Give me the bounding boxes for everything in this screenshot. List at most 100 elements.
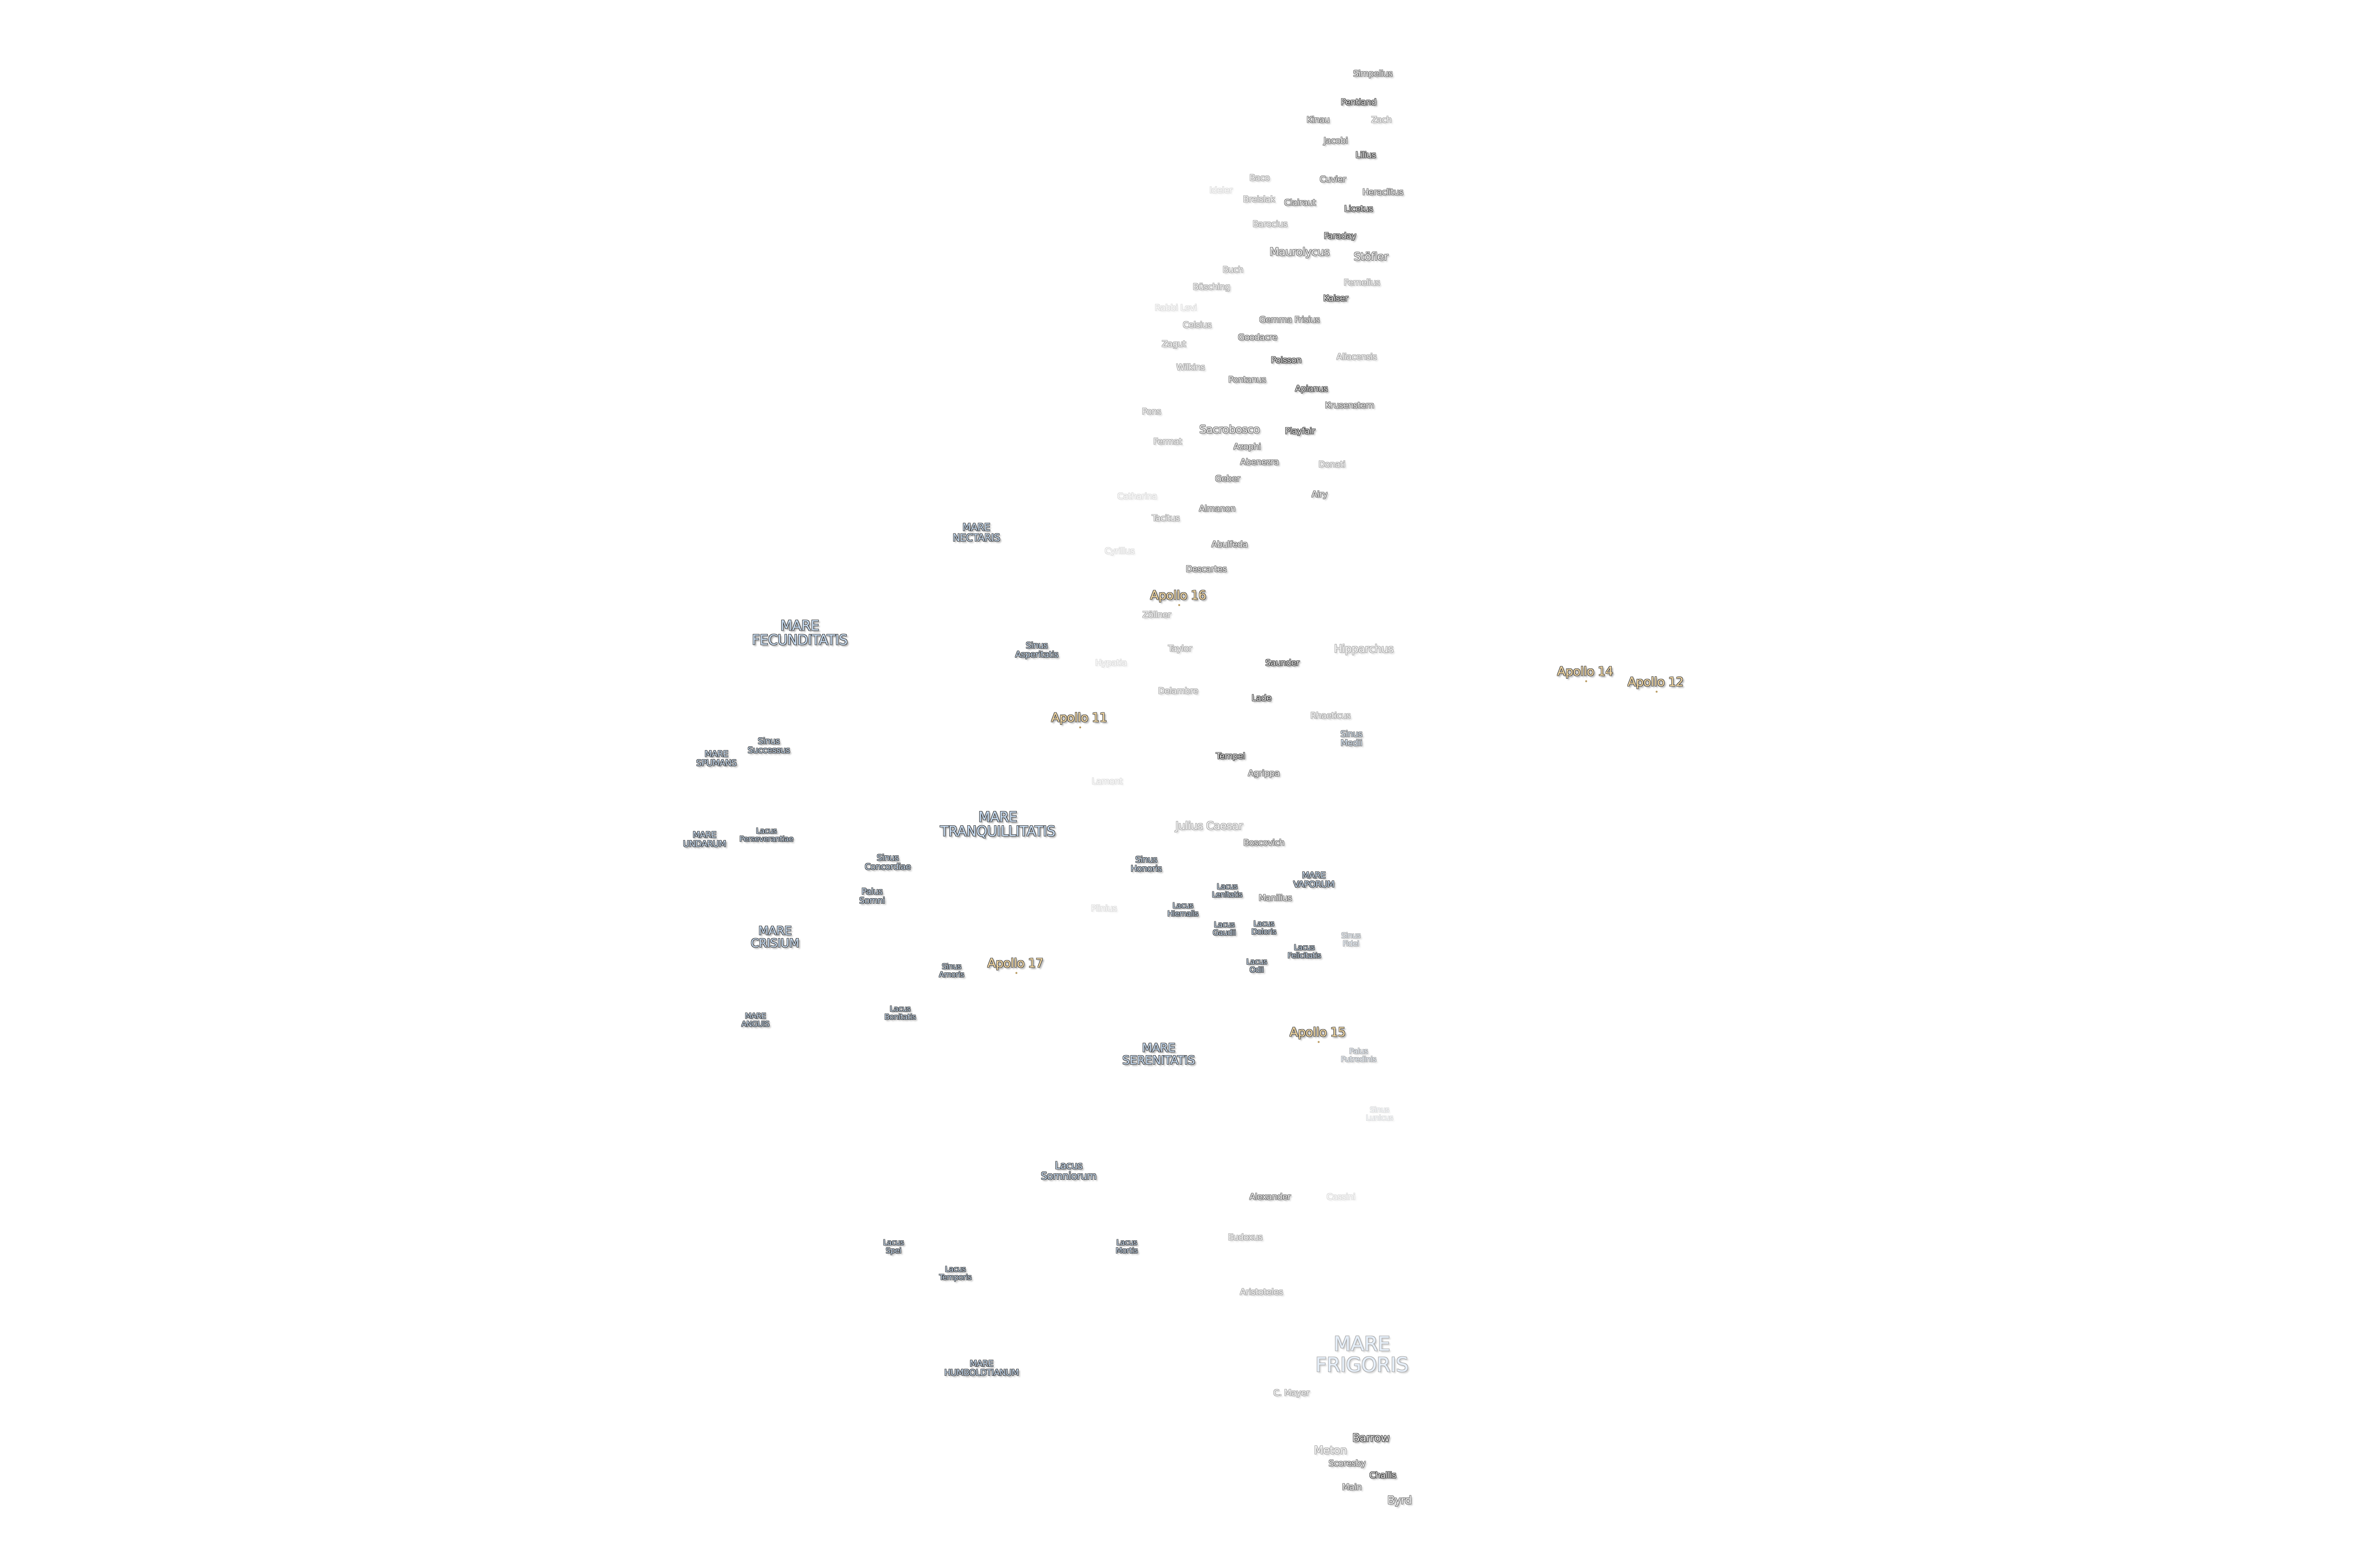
mare-label: MARE FECUNDITATIS xyxy=(752,617,848,648)
crater-label: Fermat xyxy=(1153,436,1182,447)
crater-label: Rhaeticus xyxy=(1310,711,1351,721)
mare-label: MARE HUMBOLDTIANUM xyxy=(944,1359,1019,1378)
crater-label: Baco xyxy=(1249,173,1270,183)
lacus-label: Lacus Mortis xyxy=(1115,1238,1138,1255)
crater-label: Taylor xyxy=(1168,643,1192,654)
crater-label: Faraday xyxy=(1324,231,1356,241)
sinus-label: Sinus Concordiae xyxy=(864,853,911,872)
crater-label: Sacrobosco xyxy=(1199,423,1260,436)
apollo-landing-label: Apollo 11 xyxy=(1051,711,1107,729)
crater-label: Meton xyxy=(1314,1444,1347,1457)
crater-label: Hipparchus xyxy=(1334,642,1394,655)
mare-label: MARE CRISIUM xyxy=(751,923,799,950)
crater-label: Airy xyxy=(1311,489,1328,500)
crater-label: Wilkins xyxy=(1176,362,1205,373)
crater-label: Clairaut xyxy=(1284,198,1316,208)
crater-label: Tempel xyxy=(1216,751,1245,761)
crater-label: Pons xyxy=(1141,406,1161,417)
mare-label: MARE SPUMANS xyxy=(696,749,737,768)
crater-label: Gemma Frisius xyxy=(1259,315,1320,325)
crater-label: Aliacensis xyxy=(1336,352,1377,362)
crater-label: Jacobi xyxy=(1323,136,1348,146)
apollo-landing-label: Apollo 14 xyxy=(1557,664,1613,683)
lacus-label: Lacus Perseverantiae xyxy=(739,826,793,843)
crater-label: Aristoteles xyxy=(1240,1287,1283,1297)
crater-label: Kaiser xyxy=(1323,293,1349,304)
mare-label: MARE NECTARIS xyxy=(952,521,1000,544)
crater-label: Celsius xyxy=(1182,320,1212,330)
crater-label: Hypatia xyxy=(1095,658,1127,668)
mare-label: MARE SERENITATIS xyxy=(1122,1040,1195,1067)
crater-label: Catharina xyxy=(1117,491,1157,502)
crater-label: Byrd xyxy=(1387,1494,1412,1507)
crater-label: Kinau xyxy=(1306,115,1330,125)
crater-label: Playfair xyxy=(1285,426,1315,436)
mare-label: MARE VAPORUM xyxy=(1293,870,1335,890)
crater-label: Abulfeda xyxy=(1211,539,1248,550)
apollo-landing-label: Apollo 17 xyxy=(987,956,1043,975)
crater-label: C. Mayer xyxy=(1273,1388,1309,1398)
sinus-label: Sinus Successus xyxy=(747,736,790,755)
crater-label: Heraclitus xyxy=(1362,187,1403,198)
crater-label: Lamont xyxy=(1091,776,1123,787)
crater-label: Stöfler xyxy=(1353,250,1388,263)
apollo-landing-label: Apollo 15 xyxy=(1289,1025,1346,1044)
crater-label: Julius Caesar xyxy=(1175,820,1243,832)
sinus-label: Sinus Medii xyxy=(1340,729,1363,748)
sinus-label: Sinus Lunicus xyxy=(1366,1105,1393,1122)
lacus-label: Lacus Odii xyxy=(1246,957,1267,974)
crater-label: Buch xyxy=(1222,265,1243,275)
crater-label: Saunder xyxy=(1265,658,1299,668)
mare-label: MARE ANGUIS xyxy=(741,1011,770,1028)
crater-label: Pontanus xyxy=(1228,375,1266,385)
crater-label: Alexander xyxy=(1249,1192,1291,1202)
lacus-label: Lacus Somniorum xyxy=(1041,1159,1097,1182)
crater-label: Licetus xyxy=(1344,204,1373,214)
apollo-landing-label: Apollo 16 xyxy=(1150,588,1206,607)
crater-label: Poisson xyxy=(1271,355,1301,366)
lacus-label: Lacus Bonitatis xyxy=(884,1004,916,1021)
crater-label: Scoresby xyxy=(1329,1458,1366,1469)
crater-label: Büsching xyxy=(1192,282,1230,292)
sinus-label: Sinus Asperitatis xyxy=(1015,641,1059,660)
lacus-label: Lacus Gaudii xyxy=(1212,920,1236,937)
crater-label: Barrow xyxy=(1352,1432,1389,1444)
crater-label: Boscovich xyxy=(1243,838,1285,848)
crater-label: Apianus xyxy=(1295,384,1328,394)
palus-label: Palus Somni xyxy=(859,887,885,906)
crater-label: Delambre xyxy=(1158,686,1199,696)
crater-label: Zach xyxy=(1371,115,1392,125)
crater-label: Azophi xyxy=(1233,442,1261,452)
crater-label: Cassini xyxy=(1326,1192,1356,1202)
lacus-label: Lacus Felicitatis xyxy=(1288,943,1321,960)
crater-label: Agrippa xyxy=(1248,768,1280,779)
sinus-label: Sinus Amoris xyxy=(939,962,964,979)
crater-label: Zagut xyxy=(1161,339,1186,349)
crater-label: Cyrillus xyxy=(1104,546,1135,556)
crater-label: Simpelius xyxy=(1353,69,1393,79)
lacus-label: Lacus Hiemalis xyxy=(1167,901,1199,918)
crater-label: Lilius xyxy=(1355,150,1376,160)
crater-label: Rabbi Levi xyxy=(1154,303,1197,313)
crater-label: Almanon xyxy=(1199,504,1236,514)
crater-label: Goodacre xyxy=(1238,332,1278,343)
crater-label: Cuvier xyxy=(1319,174,1346,185)
crater-label: Main xyxy=(1342,1482,1362,1493)
sinus-label: Sinus Fidei xyxy=(1341,931,1361,948)
crater-label: Maurolycus xyxy=(1269,246,1329,258)
crater-label: Zöllner xyxy=(1142,610,1171,620)
crater-label: Manilius xyxy=(1259,893,1292,903)
crater-label: Eudoxus xyxy=(1228,1232,1263,1243)
lacus-label: Lacus Spei xyxy=(883,1238,904,1255)
crater-label: Challis xyxy=(1369,1470,1396,1481)
lacus-label: Lacus Temporis xyxy=(939,1265,972,1282)
crater-label: Krusenstern xyxy=(1325,400,1374,411)
crater-label: Breislak xyxy=(1243,194,1275,205)
mare-label: MARE FRIGORIS xyxy=(1315,1332,1408,1376)
crater-label: Plinius xyxy=(1091,903,1117,914)
crater-label: Descartes xyxy=(1186,564,1227,574)
palus-label: Palus Putredinis xyxy=(1340,1047,1377,1064)
crater-label: Geber xyxy=(1215,474,1240,484)
crater-label: Lade xyxy=(1251,693,1271,703)
crater-label: Tacitus xyxy=(1151,513,1180,524)
